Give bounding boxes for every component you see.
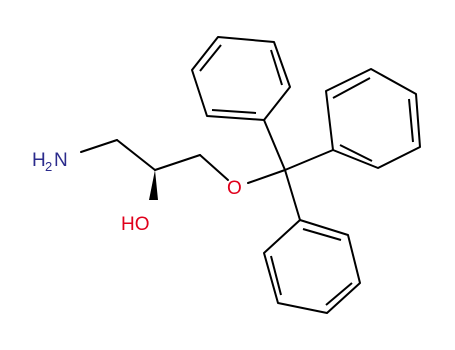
amine-label: H 2 N	[32, 150, 68, 174]
hydroxyl-label: HO	[121, 214, 150, 235]
bond-c-ring1	[263, 119, 286, 171]
bond-o-c	[247, 169, 286, 184]
phenyl-ring-2	[325, 68, 421, 169]
amine-h: H	[32, 150, 46, 171]
bond-c-ring3	[284, 169, 301, 221]
amine-h-count: 2	[45, 159, 52, 174]
bond-c2-c3	[154, 154, 201, 171]
bond-c-ring2	[284, 149, 334, 171]
amine-n: N	[54, 150, 68, 171]
ether-oxygen-label: O	[227, 178, 242, 199]
bond-n-c1	[80, 139, 118, 153]
bond-c3-o	[199, 154, 229, 181]
phenyl-ring-1	[191, 36, 291, 121]
backbone-bonds	[80, 119, 334, 221]
wedge-bond	[149, 170, 158, 200]
phenyl-ring-3	[263, 219, 361, 314]
bond-c1-c2	[116, 139, 156, 171]
